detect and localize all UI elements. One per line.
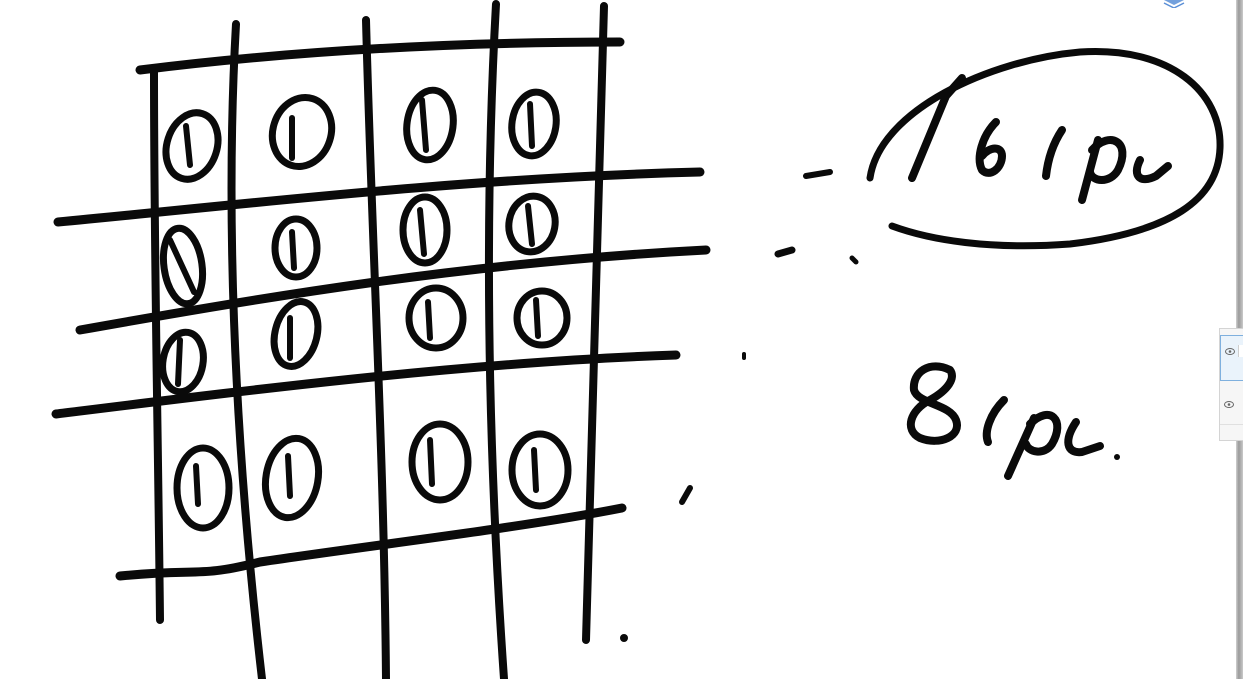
stray-dot-2 [1114, 454, 1120, 460]
layer-thumbnail [1238, 345, 1243, 357]
grid-line-bottom [115, 503, 627, 581]
stray-dot-1 [620, 634, 628, 642]
eye-icon[interactable] [1224, 401, 1234, 408]
grid-cell-r1c2 [268, 94, 336, 170]
layers-icon [1162, 0, 1186, 8]
stray-mark-2 [774, 246, 796, 258]
grid-cell-r4c3 [408, 420, 472, 504]
layer-panel[interactable] [1219, 328, 1243, 441]
eye-icon[interactable] [1225, 348, 1235, 355]
grid-cell-r1c3 [403, 86, 457, 164]
grid-cell-r4c2 [261, 434, 323, 522]
grid-line-top [135, 37, 625, 75]
grid-cell-r1c1 [162, 109, 222, 183]
grid-cell-r2c2 [271, 215, 321, 281]
layer-row-2[interactable] [1220, 391, 1243, 425]
grid-cell-r3c2 [270, 298, 322, 370]
grid-cell-r3c4 [513, 287, 571, 349]
top-right-badge[interactable] [1162, 0, 1236, 8]
grid-cell-r3c1 [159, 328, 207, 396]
grid-cell-r4c1 [173, 444, 233, 532]
grid-line-v4 [485, 0, 508, 679]
grid-cell-r4c4 [508, 430, 572, 510]
grid-line-v3 [362, 16, 390, 679]
grid-cell-r3c3 [405, 284, 467, 352]
stray-mark-3 [849, 255, 859, 265]
stray-mark-1 [803, 169, 833, 179]
grid-cell-r2c3 [399, 193, 451, 267]
grid-cell-r1c4 [508, 88, 560, 160]
grid-cell-r2c1 [159, 224, 207, 308]
stray-mark-5 [679, 485, 693, 505]
grid-line-v2 [227, 20, 266, 679]
grid-cell-r2c4 [505, 192, 559, 256]
note-16-cpu [866, 47, 1224, 250]
grid-line-v1 [150, 68, 164, 624]
layer-row-1[interactable] [1220, 335, 1243, 381]
grid-line-h3 [51, 350, 681, 419]
grid-line-v5 [582, 2, 608, 644]
note-8-cpu [906, 362, 1104, 480]
